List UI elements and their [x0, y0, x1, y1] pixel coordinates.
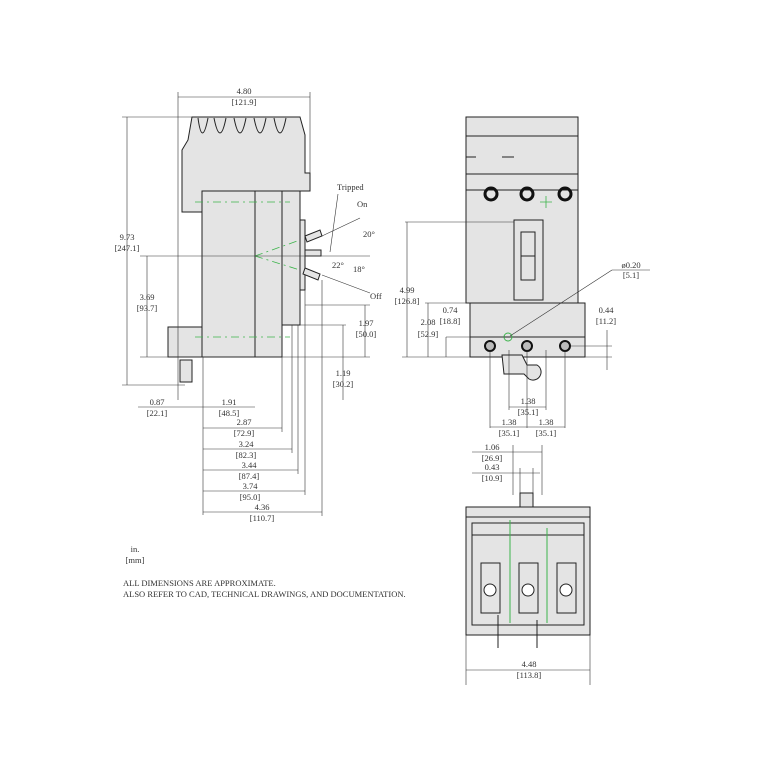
bottom-view: 4.48 [113.8]: [465, 492, 591, 685]
legend-units-mm: [mm]: [126, 555, 145, 565]
side-front-panel: [281, 190, 301, 326]
side-view: 4.80 [121.9] 9.73 [247.1] 3.69 [93.7] Tr…: [115, 86, 382, 523]
accessory-bracket: [501, 354, 542, 381]
dim-1-06-in: 1.06: [485, 442, 500, 452]
dim-1-97-mm: [50.0]: [356, 329, 377, 339]
side-face-plate: [299, 219, 306, 291]
dim-depth-1-mm: [48.5]: [219, 408, 240, 418]
dim-spacing-top-in: 1.38: [521, 396, 536, 406]
dim-spacing-top-mm: [35.1]: [518, 407, 539, 417]
dim-depth-6: 4.36: [255, 502, 270, 512]
dim-0-44-in: 0.44: [599, 305, 615, 315]
front-view: 4.99 [126.8] 2.08 [52.9] 0.74 [18.8] ø0.…: [395, 116, 650, 495]
dim-depth-1: 1.91: [222, 397, 237, 407]
dim-4-99-in: 4.99: [400, 285, 415, 295]
dim-hole-mm: [5.1]: [623, 270, 639, 280]
dim-hole-in: ø0.20: [621, 260, 640, 270]
dim-depth-2: 2.87: [237, 417, 252, 427]
dim-depth-6-mm: [110.7]: [250, 513, 275, 523]
note-1: ALL DIMENSIONS ARE APPROXIMATE.: [123, 578, 276, 588]
dim-depth-4: 3.44: [242, 460, 258, 470]
dim-height-in: 9.73: [120, 232, 135, 242]
dim-depth-3-mm: [82.3]: [236, 450, 257, 460]
dim-bottom-width-mm: [113.8]: [517, 670, 542, 680]
dim-0-44-mm: [11.2]: [596, 316, 616, 326]
dim-depth-5: 3.74: [243, 481, 259, 491]
dim-spacing-left-mm: [35.1]: [499, 428, 520, 438]
dim-0-74-in: 0.74: [443, 305, 459, 315]
dim-depth-0: 0.87: [150, 397, 165, 407]
dim-1-19-in: 1.19: [336, 368, 351, 378]
legend-units-in: in.: [131, 544, 140, 554]
label-tripped: Tripped: [337, 182, 364, 192]
handle-on: [304, 229, 323, 243]
dim-spacing-left-in: 1.38: [502, 417, 517, 427]
dim-spacing-right-mm: [35.1]: [536, 428, 557, 438]
dim-depth-3: 3.24: [239, 439, 255, 449]
angle-off: 18°: [353, 264, 365, 274]
dim-0-43-in: 0.43: [485, 462, 500, 472]
dim-depth-4-mm: [87.4]: [239, 471, 260, 481]
note-2: ALSO REFER TO CAD, TECHNICAL DRAWINGS, A…: [123, 589, 406, 599]
bottom-lugs: [480, 562, 577, 614]
dim-0-43-mm: [10.9]: [482, 473, 503, 483]
dim-1-19-mm: [30.2]: [333, 379, 354, 389]
angle-tripped: 22°: [332, 260, 344, 270]
dim-spacing-right-in: 1.38: [539, 417, 554, 427]
angle-on: 20°: [363, 229, 375, 239]
dim-1-97-in: 1.97: [359, 318, 374, 328]
label-off: Off: [370, 291, 382, 301]
dim-depth-5-mm: [95.0]: [240, 492, 261, 502]
dim-depth-2-mm: [72.9]: [234, 428, 255, 438]
side-base-lug: [167, 326, 203, 358]
dim-bottom-width-in: 4.48: [522, 659, 537, 669]
dim-4-99-mm: [126.8]: [395, 296, 420, 306]
side-terminal: [179, 359, 193, 383]
handle-tripped: [304, 249, 322, 257]
dim-2-08-mm: [52.9]: [418, 329, 439, 339]
dim-width-mm: [121.9]: [232, 97, 257, 107]
dim-handle-height-mm: [93.7]: [137, 303, 158, 313]
side-main-body: [201, 190, 283, 358]
dim-depth-0-mm: [22.1]: [147, 408, 168, 418]
dim-handle-height-in: 3.69: [140, 292, 155, 302]
line-terminal-screws: [483, 186, 573, 202]
dim-1-06-mm: [26.9]: [482, 453, 503, 463]
label-on: On: [357, 199, 368, 209]
dim-2-08-in: 2.08: [421, 317, 436, 327]
handle-off: [302, 267, 321, 281]
side-fins: [197, 117, 287, 134]
dim-0-74-mm: [18.8]: [440, 316, 461, 326]
dim-height-mm: [247.1]: [115, 243, 140, 253]
dim-width-in: 4.80: [237, 86, 252, 96]
